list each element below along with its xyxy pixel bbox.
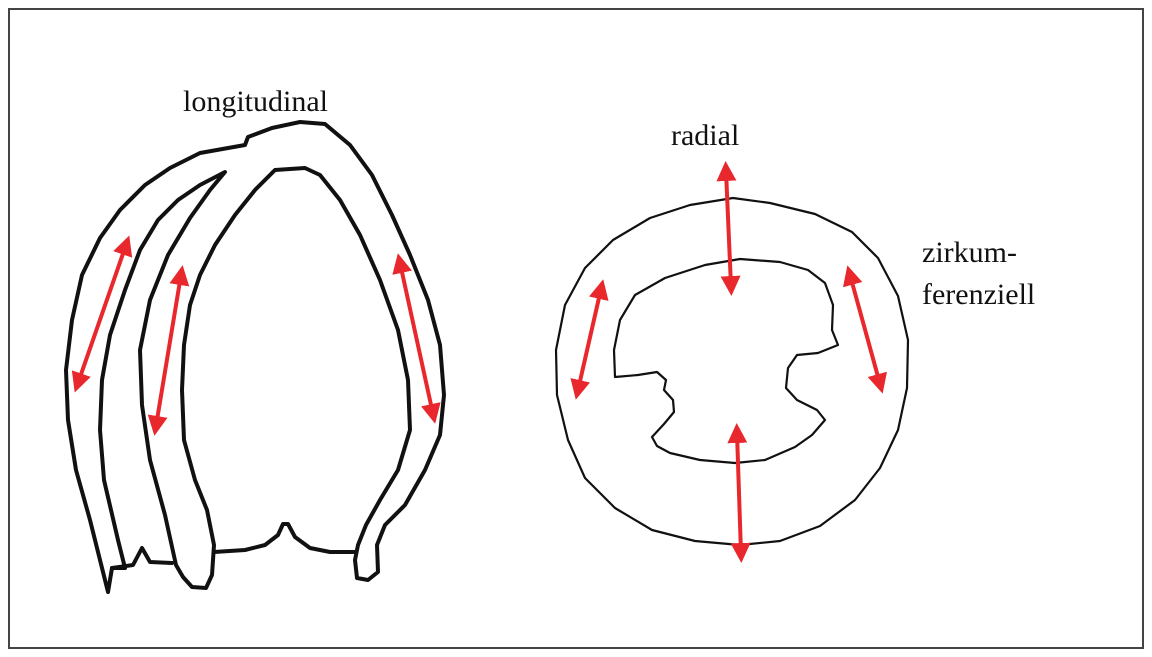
base-outline <box>112 524 355 568</box>
circumferential-label-line-1: zirkum- <box>922 232 1035 274</box>
radial-arrow-bottom <box>737 433 741 553</box>
outer-wall-outline <box>66 122 444 592</box>
short-axis-ring <box>556 198 908 545</box>
radial-arrow-top <box>726 171 731 286</box>
longitudinal-arrow-lateral <box>400 263 433 414</box>
strain-arrows <box>78 171 880 553</box>
longitudinal-arrow-septum <box>156 275 181 426</box>
longitudinal-heart-section <box>66 122 444 592</box>
circumferential-label-line-2: ferenziell <box>922 274 1035 316</box>
inner-cavity-outline <box>614 259 838 463</box>
circumferential-arrow-right <box>850 275 880 384</box>
circumferential-arrow-left <box>578 289 601 390</box>
radial-label: radial <box>671 118 739 154</box>
circumferential-label: zirkum- ferenziell <box>922 232 1035 316</box>
outer-ring-outline <box>556 198 908 545</box>
longitudinal-label: longitudinal <box>183 84 328 120</box>
